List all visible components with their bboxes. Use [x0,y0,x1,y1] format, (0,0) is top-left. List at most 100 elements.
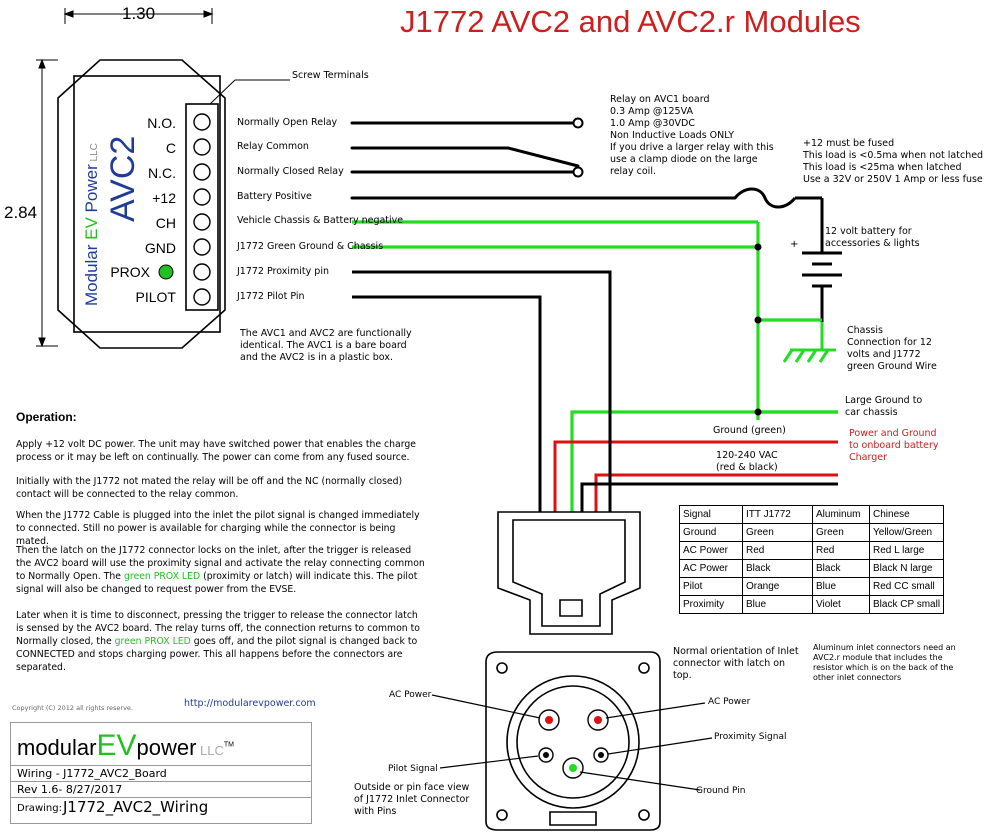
table-cell: Red L large [868,541,945,560]
screw-terminals-label: Screw Terminals [292,70,369,81]
terminal-label-nc: N.C. [148,165,176,181]
operation-paragraph-5: Later when it is time to disconnect, pre… [16,609,426,674]
table-cell: Orange [742,577,813,596]
table-cell: Green [742,523,813,542]
terminal-label-prox: PROX [110,264,150,280]
screw-terminals-leader [209,79,290,105]
logo-trademark: TM [223,741,235,749]
vac-label-line: (red & black) [716,462,778,473]
title-block-divider [11,781,311,782]
logo-llc: LLC [196,743,224,758]
wire-label-pilot: J1772 Pilot Pin [237,291,305,302]
brand-power: Power [82,164,101,218]
power-ground-note-line: Power and Ground [849,428,937,439]
table-cell: Black N large [868,559,945,578]
battery-note-line: accessories & lights [825,238,920,249]
table-cell: Red [812,541,870,560]
operation-text: Then the latch on the J1772 connector lo… [16,545,425,582]
aluminum-note-line: Aluminum inlet connectors need an [813,643,956,652]
table-header-cell: ITT J1772 [742,505,813,524]
relay-note-line: Relay on AVC1 board [610,94,710,105]
orientation-note-line: top. [673,670,692,681]
table-row: Proximity Blue Violet Black CP small [679,595,945,614]
ground-green-label: Ground (green) [713,425,786,436]
battery-symbol [802,251,842,322]
logo-ev: EV [96,729,137,762]
brand-ev: EV [82,217,101,240]
table-row: AC Power Red Red Red L large [679,541,945,560]
operation-paragraph-4: Then the latch on the J1772 connector lo… [16,544,426,596]
power-ground-note: Power and Ground to onboard battery Char… [849,428,939,464]
aluminum-note-line: AVC2.r module that includes the [813,653,943,662]
table-cell: Green [812,523,870,542]
fuse-note: +12 must be fused This load is <0.5ma wh… [803,138,983,186]
table-header-cell: Chinese [868,505,945,524]
terminal-label-no: N.O. [147,115,176,131]
ac-power-wires [553,440,838,512]
avc1-note: The AVC1 and AVC2 are functionally ident… [240,328,412,364]
relay-note-line: 0.3 Amp @125VA [610,106,693,117]
inlet-orientation-note: Normal orientation of Inlet connector wi… [673,646,799,682]
face-view-note-line: of J1772 Inlet Connector [354,794,470,805]
pin-label-proximity: Proximity Signal [714,732,787,742]
width-dimension: 1.30 [122,4,156,23]
table-row: Pilot Orange Blue Red CC small [679,577,945,596]
title-block-rev: Rev 1.6- 8/27/2017 [17,783,123,796]
signal-color-table: Signal ITT J1772 Aluminum Chinese Ground… [679,505,945,614]
face-view-note: Outside or pin face view of J1772 Inlet … [354,782,469,818]
relay-wires [350,121,737,200]
chassis-note-line: Connection for 12 [847,337,932,348]
green-prox-led-text: green PROX LED [123,571,201,582]
module-outline [57,59,226,349]
prox-led [158,264,174,280]
signal-wires [352,270,612,512]
terminal-label-pilot: PILOT [135,289,176,305]
logo-power: power [136,735,197,760]
wire-junctions [754,243,762,416]
logo-modular: modular [17,735,97,760]
brand-modular: Modular [82,239,101,306]
chassis-note-line: Chassis [847,325,883,336]
table-header-row: Signal ITT J1772 Aluminum Chinese [679,505,945,524]
inlet-face-view [485,651,661,831]
terminal-label-gnd: GND [144,240,176,256]
aluminum-note-line: other inlet connectors [813,673,902,682]
chassis-note-line: volts and J1772 [847,349,921,360]
fuse-note-line: This load is <25ma when latched [803,162,962,173]
vac-label-line: 120-240 VAC [716,450,778,461]
pin-label-ac-right: AC Power [708,697,751,707]
title-block-drawing-label: Drawing: [17,803,62,814]
title-block-divider [11,797,311,798]
pin-label-ground: Ground Pin [696,786,746,796]
fuse-note-line: This load is <0.5ma when not latched [803,150,984,161]
page-title: J1772 AVC2 and AVC2.r Modules [400,4,861,39]
wire-label-battery-positive: Battery Positive [237,191,312,202]
relay-note: Relay on AVC1 board 0.3 Amp @125VA 1.0 A… [610,94,774,178]
table-header-cell: Aluminum [812,505,870,524]
face-view-note-line: Outside or pin face view [354,782,470,793]
wire-label-nc: Normally Closed Relay [237,166,344,177]
fuse-note-line: +12 must be fused [803,138,895,149]
table-cell: Proximity [679,595,743,614]
website-link[interactable]: http://modularevpower.com [184,698,316,709]
table-cell: Blue [812,577,870,596]
relay-note-line: If you drive a larger relay with this [610,142,774,153]
avc1-note-line: The AVC1 and AVC2 are functionally [240,328,412,339]
battery-note-line: 12 volt battery for [825,226,912,237]
table-row: AC Power Black Black Black N large [679,559,945,578]
table-cell: Violet [812,595,870,614]
pin-label-pilot: Pilot Signal [388,764,438,774]
terminal-label-12v: +12 [152,190,176,206]
battery-plus-sign: + [790,239,799,250]
pin-leaders [431,694,713,791]
chassis-note: Chassis Connection for 12 volts and J177… [847,325,937,373]
table-cell: AC Power [679,541,743,560]
operation-text: goes off, and the pilot signal is change… [16,636,418,673]
inlet-pins [538,709,609,779]
table-header-cell: Signal [679,505,743,524]
table-cell: Ground [679,523,743,542]
title-block: modularEVpower LLCTM Wiring - J1772_AVC2… [10,722,312,824]
chassis-ground-symbol [782,322,836,363]
large-ground-note-line: car chassis [845,407,898,418]
